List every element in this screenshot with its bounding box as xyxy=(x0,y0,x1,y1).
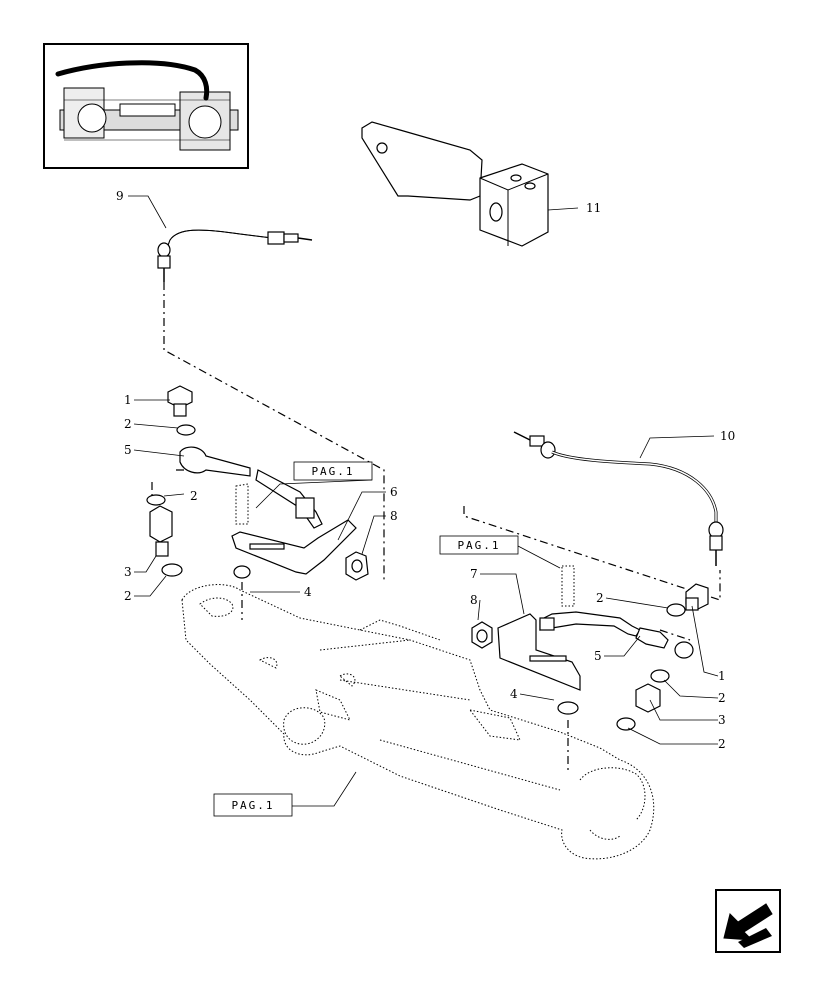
page-ref-box-3[interactable]: PAG.1 xyxy=(213,793,293,817)
callout-1-right: 1 xyxy=(718,669,726,683)
screw-dotted-right xyxy=(561,565,575,607)
svg-text:PAG.1: PAG.1 xyxy=(311,465,354,478)
bracket-7-right xyxy=(497,613,581,691)
spacer-4-right xyxy=(557,701,579,715)
page-ref-box-1[interactable]: PAG.1 xyxy=(293,461,373,481)
callout-4-right: 4 xyxy=(510,687,518,701)
thumbnail-highlight-pipe xyxy=(55,60,210,101)
svg-text:PAG.1: PAG.1 xyxy=(457,539,500,552)
washer-2-left-mid xyxy=(146,494,166,506)
callout-9: 9 xyxy=(116,189,124,203)
banjo-fitting-5-right xyxy=(635,627,669,649)
washer-2-left-bottom xyxy=(161,563,183,577)
callout-11: 11 xyxy=(586,201,601,215)
washer-2-right-mid xyxy=(650,669,670,683)
callout-7: 7 xyxy=(470,567,478,581)
callout-5-left: 5 xyxy=(124,443,132,457)
callout-6: 6 xyxy=(390,485,398,499)
adapter-3-right xyxy=(635,683,661,713)
callout-3-left: 3 xyxy=(124,565,132,579)
callout-labels: 1 2 5 2 3 2 4 6 8 9 11 10 7 8 2 1 5 2 4 … xyxy=(116,189,735,751)
callout-2-left-c: 2 xyxy=(124,589,132,603)
callout-3-right: 3 xyxy=(718,713,726,727)
page-ref-box-2[interactable]: PAG.1 xyxy=(439,535,519,555)
thumbnail-axle-drawing xyxy=(59,87,239,151)
callout-5-right: 5 xyxy=(594,649,602,663)
banjo-fitting-5-left xyxy=(179,446,251,477)
adapter-3-left xyxy=(149,505,173,543)
axle-housing-dotted xyxy=(181,584,655,860)
assembly-lines xyxy=(151,282,721,770)
callout-1-left: 1 xyxy=(124,393,132,407)
brake-pipe-10 xyxy=(513,431,724,566)
callout-leaders xyxy=(128,195,719,807)
callout-10: 10 xyxy=(720,429,735,443)
callout-2-right-c: 2 xyxy=(718,737,726,751)
brake-pipe-9 xyxy=(157,229,313,282)
overview-thumbnail xyxy=(43,43,249,169)
washer-2-left-top xyxy=(176,424,196,436)
washer-2-right-bottom xyxy=(616,717,636,731)
bracket-block-part xyxy=(361,121,549,247)
washer-2-right-top xyxy=(666,603,686,617)
callout-2-left-a: 2 xyxy=(124,417,132,431)
right-fitting-assembly xyxy=(471,565,709,731)
left-fitting-assembly xyxy=(146,385,369,581)
callout-2-right-b: 2 xyxy=(718,691,726,705)
bracket-6-left xyxy=(231,519,357,575)
callout-8-left: 8 xyxy=(390,509,398,523)
bolt-1-left xyxy=(167,385,193,409)
arrow-back-icon[interactable] xyxy=(715,889,781,953)
spacer-4-left xyxy=(233,565,251,579)
callout-8-right: 8 xyxy=(470,593,478,607)
callout-2-left-b: 2 xyxy=(190,489,198,503)
callout-2-right-a: 2 xyxy=(596,591,604,605)
svg-text:PAG.1: PAG.1 xyxy=(231,799,274,812)
screw-dotted-left xyxy=(235,483,249,525)
callout-4-left: 4 xyxy=(304,585,312,599)
